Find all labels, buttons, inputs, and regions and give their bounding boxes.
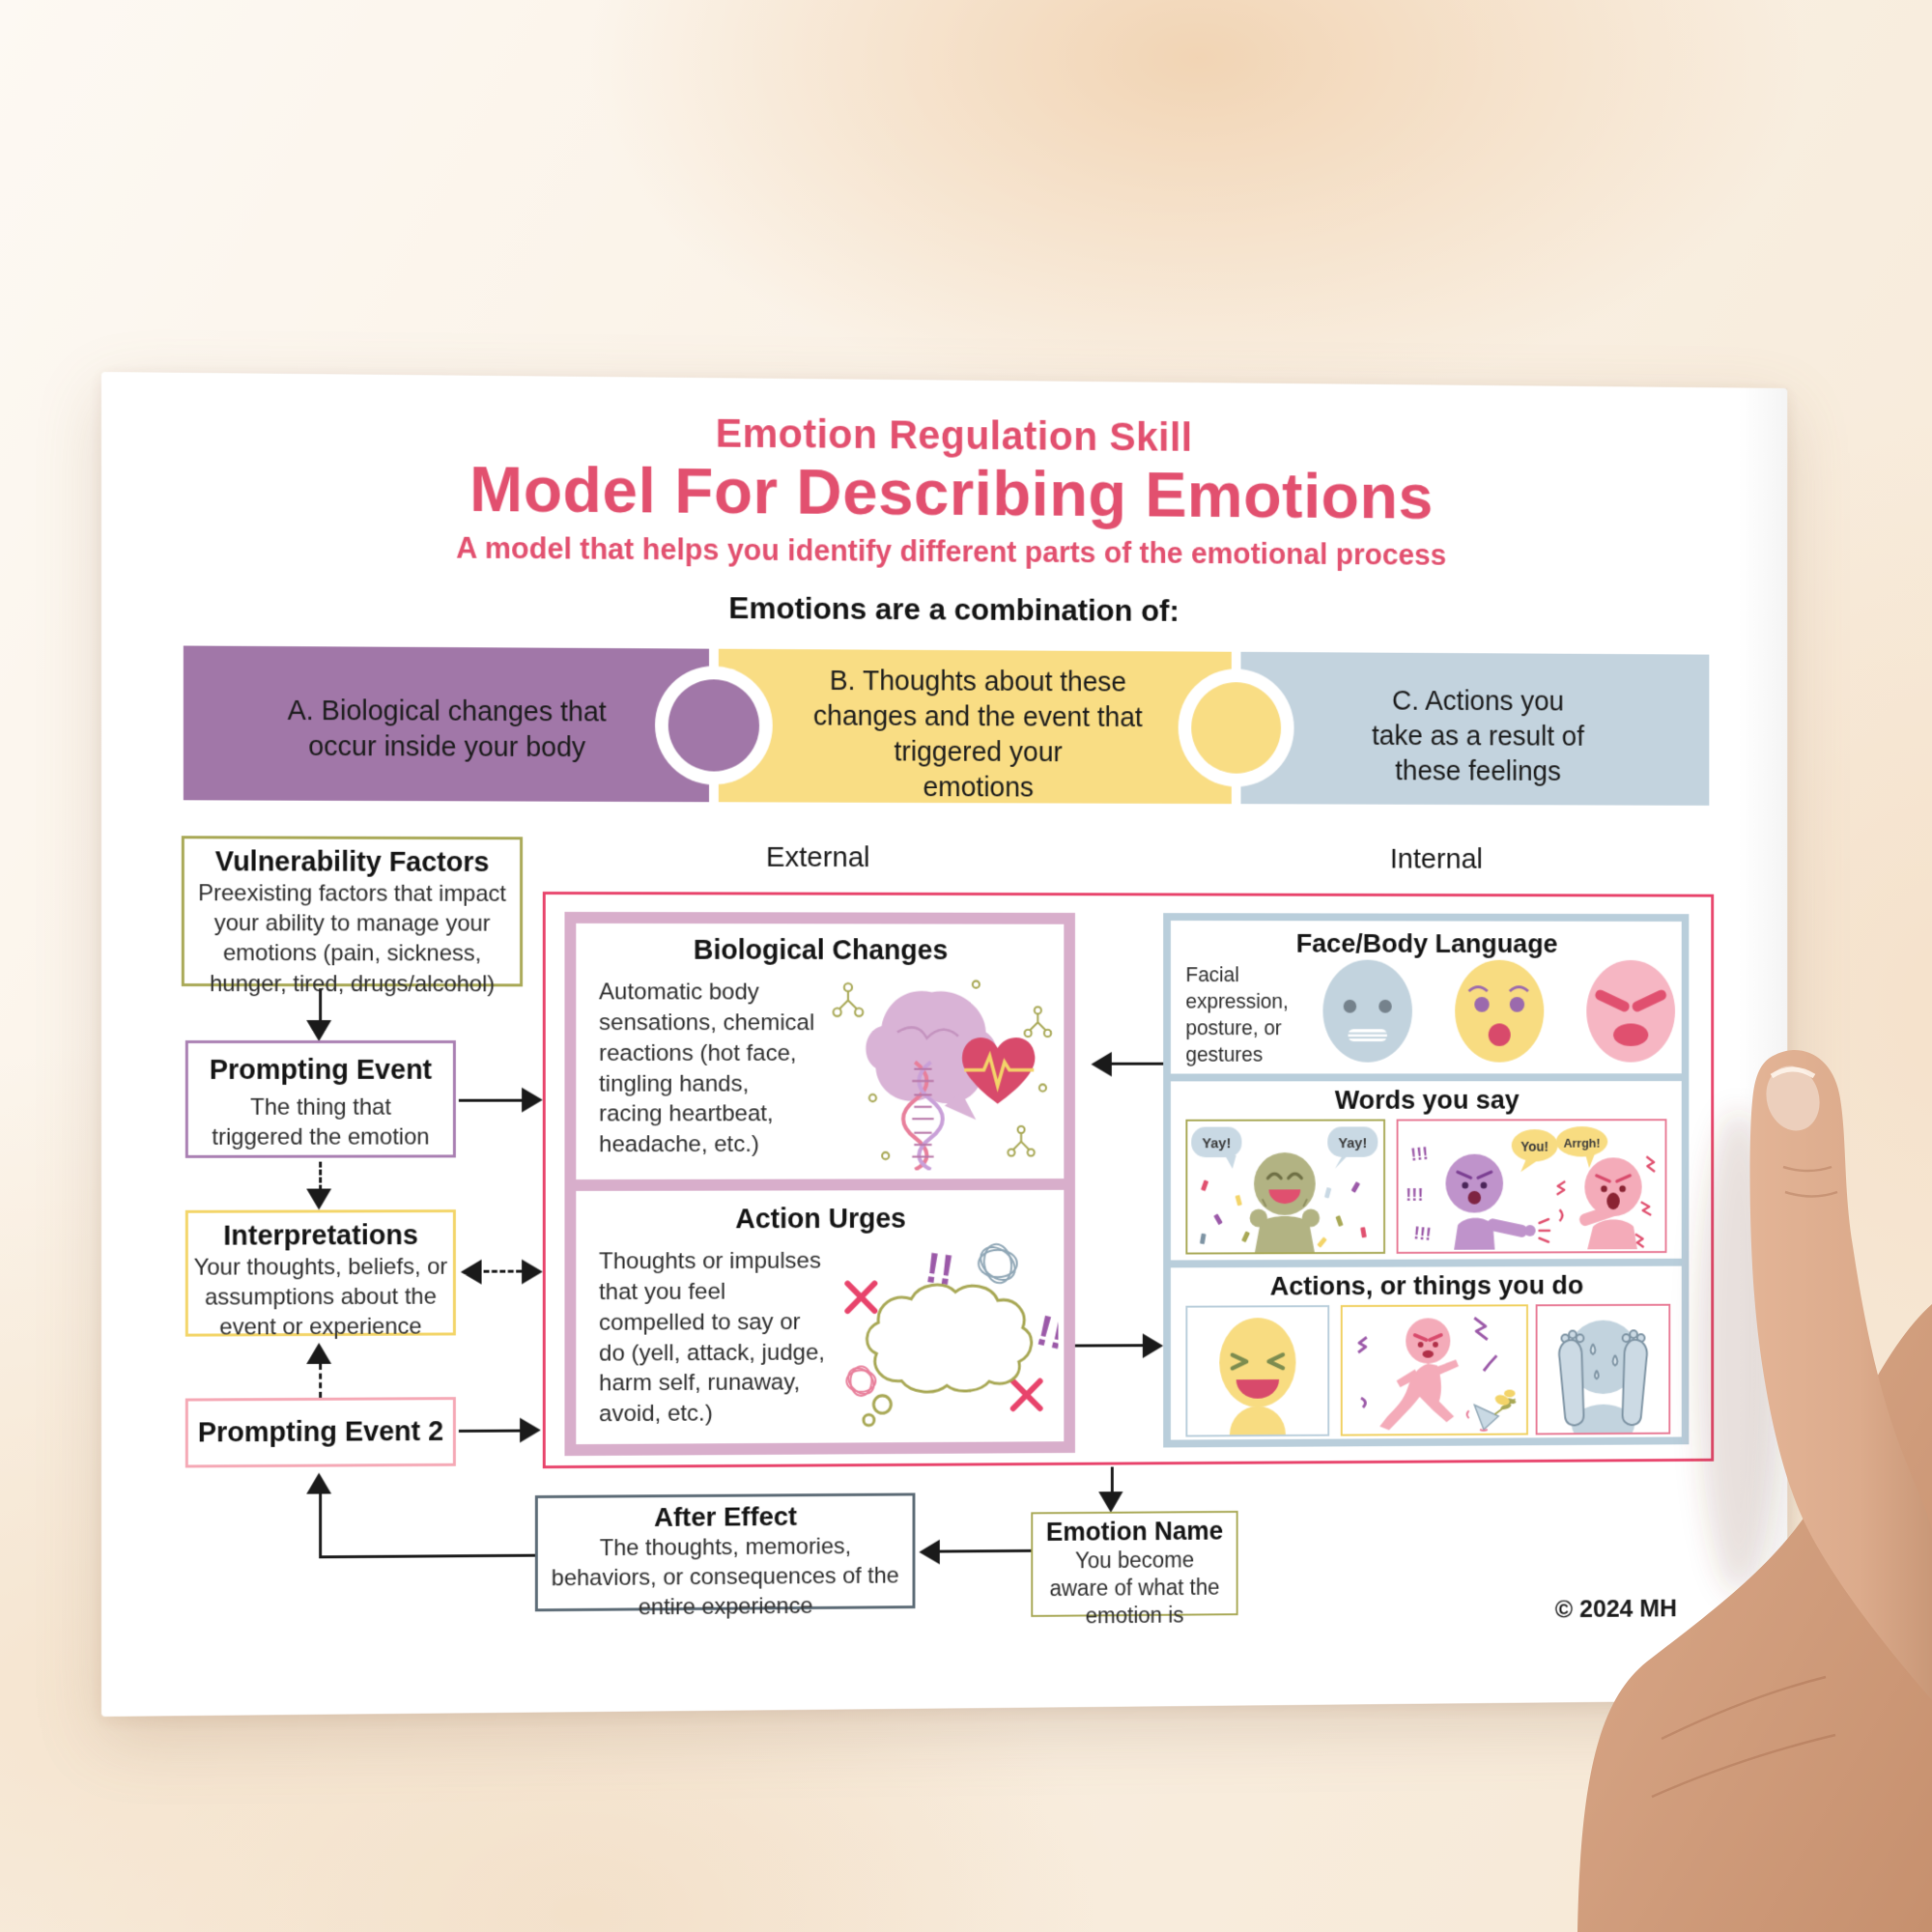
- emotion-name-body: You become aware of what the emotion is: [1049, 1547, 1220, 1628]
- emotion-name-title: Emotion Name: [1045, 1516, 1224, 1547]
- dashed-arrow-pe2-to-interpretations: [319, 1363, 323, 1398]
- heartbeat-icon: [962, 1037, 1035, 1104]
- svg-text:!!!: !!!: [1412, 1223, 1432, 1244]
- arguing-characters-illustration: !!! !!! !!!: [1406, 1126, 1665, 1250]
- after-effect-box: After Effect The thoughts, memories, beh…: [534, 1492, 916, 1621]
- puzzle-tab-bc: [1191, 682, 1282, 774]
- svg-text:!!!: !!!: [1409, 1144, 1429, 1165]
- arrowhead-left-dashed: [460, 1259, 482, 1285]
- puzzle-text-a: A. Biological changes that occur inside …: [287, 695, 607, 764]
- arrowhead-right-2: [520, 1417, 541, 1443]
- stomping-panel: [1340, 1304, 1528, 1436]
- external-divider: [576, 1179, 1065, 1191]
- page-subtitle: A model that helps you identify differen…: [456, 530, 1447, 572]
- cheering-character-illustration: Yay! Yay!: [1191, 1126, 1378, 1253]
- prompting-event-title: Prompting Event: [209, 1054, 433, 1086]
- biological-changes-body: Automatic body sensations, chemical reac…: [598, 979, 815, 1158]
- speech-bubble-yay-left: Yay!: [1191, 1126, 1242, 1169]
- internal-label: Internal: [1389, 842, 1483, 875]
- vulnerability-factors-body: Preexisting factors that impact your abi…: [198, 880, 507, 997]
- arrowhead-right-dashed: [522, 1259, 543, 1285]
- brain-heart-illustration: [829, 970, 1055, 1171]
- dashed-line-interpretations-external: [483, 1269, 523, 1273]
- svg-text:You!: You!: [1520, 1139, 1548, 1154]
- skin-creases: [1651, 1165, 1838, 1799]
- vulnerability-factors-box: Vulnerability Factors Preexisting factor…: [181, 836, 524, 997]
- page-title: Model For Describing Emotions: [469, 453, 1434, 533]
- biological-changes-title: Biological Changes: [693, 934, 949, 967]
- action-urges-title: Action Urges: [735, 1204, 906, 1236]
- line-emotion-to-after: [939, 1548, 1032, 1553]
- speech-bubble-yay-right: Yay!: [1327, 1126, 1378, 1169]
- arrowhead-emotion-to-after: [919, 1539, 940, 1565]
- biological-changes-cell: Biological Changes Automatic body sensat…: [576, 923, 1064, 1179]
- brain-shape: [866, 990, 998, 1104]
- double-exclamation-2: !!: [1032, 1305, 1058, 1359]
- vulnerability-factors-title: Vulnerability Factors: [214, 846, 490, 878]
- puzzle-text-b: B. Thoughts about these changes and the …: [812, 666, 1143, 804]
- external-label: External: [765, 841, 870, 873]
- arrow-prompting-to-external: [458, 1098, 525, 1102]
- after-effect-body: The thoughts, memories, behaviors, or co…: [551, 1533, 899, 1621]
- combination-heading: Emotions are a combination of:: [728, 590, 1179, 628]
- cheering-panel: Yay! Yay!: [1185, 1119, 1386, 1255]
- kicked-bouquet-icon: [1467, 1389, 1517, 1431]
- arrowhead-up-1: [306, 1342, 332, 1365]
- worksheet-page: Emotion Regulation Skill Model For Descr…: [101, 372, 1788, 1717]
- puzzle-text-c: C. Actions you take as a result of these…: [1372, 686, 1584, 787]
- face-body-language-body: Facial expression, posture, or gestures: [1185, 963, 1289, 1066]
- words-you-say-cell: Words you say: [1171, 1081, 1682, 1260]
- thumb-shape: [1749, 1050, 1932, 1700]
- action-urges-cell: Action Urges Thoughts or impulses that y…: [576, 1190, 1064, 1444]
- surprised-face-icon: [1455, 959, 1545, 1063]
- thought-bubble-icon: [864, 1285, 1032, 1426]
- arrowhead-up-2: [306, 1472, 332, 1494]
- svg-text:Yay!: Yay!: [1202, 1135, 1231, 1151]
- hand-photo: [1577, 1050, 1932, 1932]
- arguing-panel: !!! !!! !!!: [1396, 1119, 1667, 1254]
- interpretations-title: Interpretations: [223, 1220, 418, 1252]
- arrowhead-down-2: [306, 1188, 332, 1210]
- laughing-panel: [1185, 1305, 1330, 1463]
- arrowhead-right-1: [522, 1087, 543, 1113]
- face-body-language-title: Face/Body Language: [1295, 928, 1558, 958]
- external-container: Biological Changes Automatic body sensat…: [564, 911, 1075, 1457]
- svg-text:!!!: !!!: [1406, 1185, 1423, 1206]
- angry-stomping-character-icon: [1343, 1306, 1526, 1434]
- puzzle-tab-ab: [668, 679, 760, 772]
- prompting-event-box: Prompting Event The thing that triggered…: [185, 1040, 456, 1158]
- scribble-pink-icon: [843, 1363, 879, 1399]
- feedback-line-vertical: [319, 1493, 323, 1559]
- neutral-face-icon: [1322, 959, 1412, 1063]
- angry-face-icon: [1582, 959, 1680, 1063]
- prompting-event-body: The thing that triggered the emotion: [212, 1094, 430, 1151]
- arrowhead-down-emotion-name: [1098, 1492, 1123, 1513]
- arrowhead-external-to-internal: [1142, 1333, 1164, 1359]
- feedback-line-horizontal: [319, 1553, 535, 1559]
- arrowhead-internal-to-external: [1091, 1051, 1112, 1077]
- scribble-icon: [975, 1240, 1021, 1287]
- arrow-vulnerability-to-prompting: [319, 988, 323, 1024]
- face-body-language-cell: Face/Body Language Facial expression, po…: [1171, 921, 1682, 1074]
- action-urges-body: Thoughts or impulses that you feel compe…: [598, 1247, 825, 1428]
- emotion-name-box: Emotion Name You become aware of what th…: [1031, 1510, 1238, 1628]
- line-frame-to-emotion-name: [1110, 1466, 1114, 1494]
- line-external-to-internal: [1074, 1344, 1143, 1348]
- double-exclamation-1: !!: [923, 1242, 957, 1294]
- svg-text:Arrgh!: Arrgh!: [1564, 1136, 1601, 1151]
- thumbnail: [1766, 1065, 1820, 1131]
- arrow-pe2-to-external: [458, 1429, 523, 1433]
- interpretations-box: Interpretations Your thoughts, beliefs, …: [185, 1209, 456, 1341]
- prompting-event-2-box: Prompting Event 2: [185, 1397, 456, 1468]
- after-effect-title: After Effect: [654, 1501, 798, 1532]
- internal-container: Face/Body Language Facial expression, po…: [1163, 913, 1690, 1463]
- dashed-arrow-prompting-to-interpretations: [319, 1161, 323, 1191]
- line-internal-to-external: [1111, 1062, 1164, 1065]
- laughing-character-icon: [1219, 1318, 1296, 1463]
- prompting-event-2-title: Prompting Event 2: [197, 1416, 444, 1449]
- thought-cloud-illustration: !! !!: [832, 1236, 1058, 1428]
- interpretations-body: Your thoughts, beliefs, or assumptions a…: [193, 1253, 448, 1341]
- arrowhead-down-1: [306, 1020, 332, 1042]
- svg-text:Yay!: Yay!: [1338, 1135, 1367, 1151]
